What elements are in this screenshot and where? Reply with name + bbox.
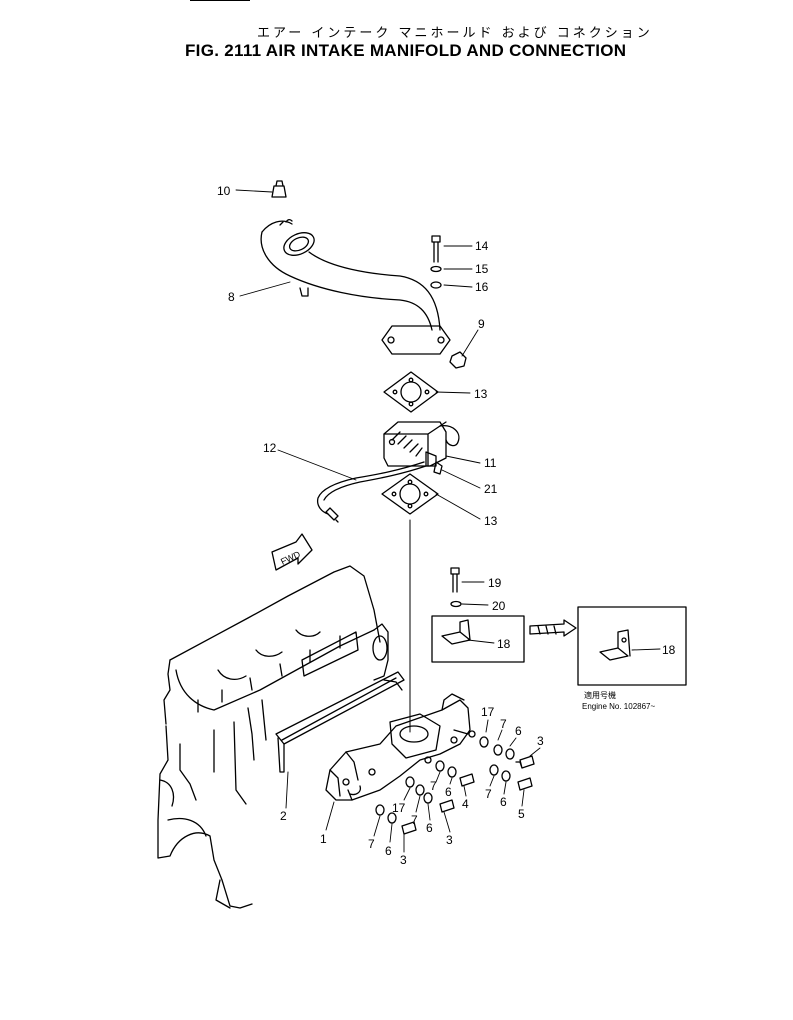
callout-6-right: 6: [515, 724, 522, 738]
inset-note-japanese: 適用号機: [584, 690, 616, 700]
part-2-gasket: [275, 671, 405, 773]
part-12-wire: [316, 461, 427, 523]
hardware-right: [375, 729, 535, 835]
fwd-label: FWD: [279, 549, 302, 567]
callout-18: 18: [497, 637, 511, 651]
callout-1: 1: [320, 832, 327, 846]
engine-block: [157, 565, 403, 909]
part-8-intake-pipe: [260, 218, 451, 355]
callout-6-left: 6: [385, 844, 392, 858]
callout-7-center: 7: [430, 779, 437, 793]
callout-6-center: 6: [445, 785, 452, 799]
callout-17-left: 17: [392, 801, 406, 815]
callout-20: 20: [492, 599, 506, 613]
part-19-bolt: [450, 567, 460, 593]
part-10-cap: [271, 180, 287, 198]
callout-16: 16: [475, 280, 489, 294]
callout-14: 14: [475, 239, 489, 253]
callout-8: 8: [228, 290, 235, 304]
callout-3-right: 3: [537, 734, 544, 748]
callout-7-left: 7: [368, 837, 375, 851]
part-13-gasket-lower: [381, 473, 439, 515]
figure-title-japanese: エアー インテーク マニホールド および コネクション: [257, 26, 653, 41]
callout-6-left-center: 6: [426, 821, 433, 835]
part-16-washer: [430, 281, 442, 289]
callout-15: 15: [475, 262, 489, 276]
callout-3-left: 3: [400, 853, 407, 867]
callout-12: 12: [263, 441, 277, 455]
callout-7-mid: 7: [485, 787, 492, 801]
callout-11: 11: [484, 456, 497, 470]
callout-17-right: 17: [481, 705, 495, 719]
part-21-plug: [433, 461, 443, 475]
inset-box: [577, 606, 687, 686]
part-20-washer: [450, 600, 462, 608]
callout-13-lower: 13: [484, 514, 498, 528]
callout-2: 2: [280, 809, 287, 823]
inset-note-engine: Engine No. 102867~: [582, 702, 656, 711]
part-15-washer: [430, 265, 442, 273]
top-rule: [190, 0, 250, 1]
part-14-bolt: [431, 235, 441, 263]
callout-4: 4: [462, 797, 469, 811]
inset-arrow: [529, 619, 577, 637]
callout-7-left-center: 7: [411, 813, 418, 827]
callout-5: 5: [518, 807, 525, 821]
callout-13-upper: 13: [474, 387, 488, 401]
part-11-air-heater: [383, 421, 460, 467]
callout-3-center: 3: [446, 833, 453, 847]
leader-lines: [235, 189, 661, 853]
callout-21: 21: [484, 482, 498, 496]
callout-7-right: 7: [500, 717, 507, 731]
callout-6-mid: 6: [500, 795, 507, 809]
inset-callout-18: 18: [662, 643, 676, 657]
figure-title: FIG. 2111 AIR INTAKE MANIFOLD AND CONNEC…: [185, 41, 627, 60]
part-9-nut: [449, 351, 467, 369]
callout-10: 10: [217, 184, 231, 198]
part-13-gasket-upper: [383, 371, 439, 413]
callout-19: 19: [488, 576, 502, 590]
part-1-manifold: [325, 693, 471, 801]
callout-9: 9: [478, 317, 485, 331]
fwd-arrow: [271, 533, 313, 571]
